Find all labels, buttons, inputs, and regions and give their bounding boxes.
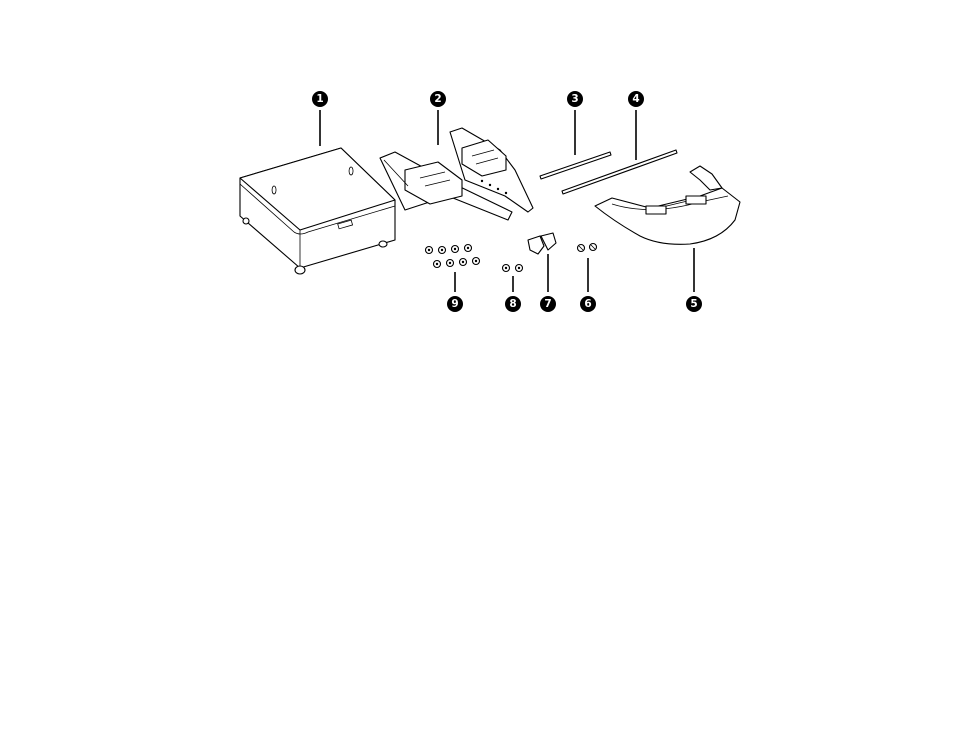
screws-set-part bbox=[426, 245, 480, 268]
callout-6: 6 bbox=[580, 296, 596, 312]
callout-5: 5 bbox=[686, 296, 702, 312]
svg-text:4: 4 bbox=[632, 93, 639, 105]
svg-text:7: 7 bbox=[544, 298, 551, 310]
svg-text:8: 8 bbox=[509, 298, 516, 310]
svg-text:1: 1 bbox=[316, 93, 323, 105]
screws-small-pair-part bbox=[503, 265, 523, 272]
cabinet-part bbox=[240, 148, 395, 274]
svg-text:9: 9 bbox=[451, 298, 458, 310]
callout-7: 7 bbox=[540, 296, 556, 312]
callout-2: 2 bbox=[430, 91, 446, 107]
clips-part bbox=[528, 233, 556, 254]
callout-8: 8 bbox=[505, 296, 521, 312]
short-rod-part bbox=[540, 152, 611, 179]
callout-9: 9 bbox=[447, 296, 463, 312]
svg-text:5: 5 bbox=[690, 298, 697, 310]
arm-brackets-part bbox=[380, 128, 533, 220]
callout-3: 3 bbox=[567, 91, 583, 107]
long-rod-part bbox=[562, 150, 677, 194]
svg-text:6: 6 bbox=[584, 298, 591, 310]
svg-text:3: 3 bbox=[571, 93, 578, 105]
tray-part bbox=[595, 166, 740, 244]
callout-4: 4 bbox=[628, 91, 644, 107]
svg-text:2: 2 bbox=[434, 93, 441, 105]
callout-1: 1 bbox=[312, 91, 328, 107]
wing-screws-part bbox=[578, 244, 597, 252]
